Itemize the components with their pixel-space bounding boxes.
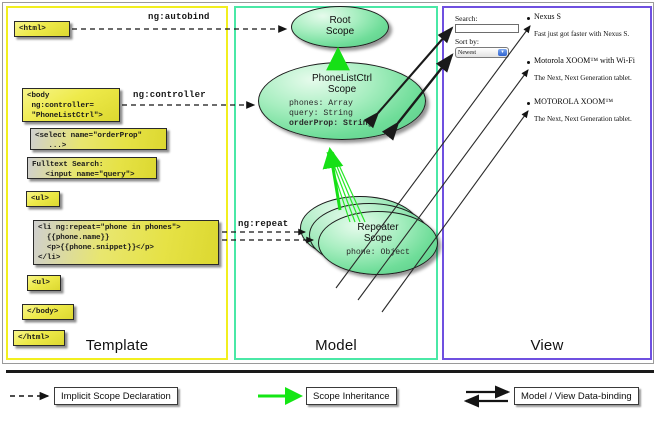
code-box-body-open: <body ng:controller= "PhoneListCtrl"> <box>22 88 120 122</box>
list-item[interactable]: MOTOROLA XOOM™ <box>534 97 613 106</box>
phone-snippet: The Next, Next Generation tablet. <box>534 115 632 123</box>
sort-select[interactable]: Newest ▾ <box>455 47 509 58</box>
legend-label-model-view-data-binding: Model / View Data-binding <box>521 390 632 402</box>
legend-item-model-view-data-binding: Model / View Data-binding <box>514 387 639 405</box>
connector-label-ng-controller: ng:controller <box>133 90 206 100</box>
connector-label-ng-autobind: ng:autobind <box>148 12 210 22</box>
legend-label-implicit-scope-declaration: Implicit Scope Declaration <box>61 390 171 402</box>
legend-item-implicit-scope-declaration: Implicit Scope Declaration <box>54 387 178 405</box>
scope-root-title-line1: Root <box>329 15 351 26</box>
scope-prop-query: query: String <box>289 109 353 119</box>
scope-root: Root Scope <box>291 6 389 48</box>
column-label-model: Model <box>315 337 357 354</box>
scope-repeater: Repeater Scope phone: Object <box>318 211 438 275</box>
connector-label-ng-repeat: ng:repeat <box>238 219 289 229</box>
column-label-view: View <box>530 337 564 354</box>
sort-select-value: Newest <box>458 49 476 56</box>
legend-label-scope-inheritance: Scope Inheritance <box>313 390 390 402</box>
sort-label: Sort by: <box>455 37 479 46</box>
list-item[interactable]: Nexus S <box>534 12 561 21</box>
list-bullet <box>527 61 530 64</box>
list-bullet <box>527 102 530 105</box>
scope-phonelistctrl-title-line1: PhoneListCtrl <box>311 73 373 84</box>
code-box-ul-close: <ul> <box>27 275 61 291</box>
phone-snippet: Fast just got faster with Nexus S. <box>534 30 630 38</box>
code-box-select-orderprop: <select name="orderProp" ...> <box>30 128 167 150</box>
column-label-template: Template <box>85 337 149 354</box>
column-model: Model <box>234 6 438 360</box>
list-item[interactable]: Motorola XOOM™ with Wi-Fi <box>534 56 635 65</box>
scope-phonelistctrl-title-line2: Scope <box>327 84 357 96</box>
phone-snippet: The Next, Next Generation tablet. <box>534 74 632 82</box>
scope-prop-phones: phones: Array <box>289 99 353 109</box>
code-box-li-ng-repeat: <li ng:repeat="phone in phones"> {{phone… <box>33 220 219 265</box>
scope-repeater-title-line2: Scope <box>363 233 393 245</box>
list-bullet <box>527 17 530 20</box>
code-box-html-open: <html> <box>14 21 70 37</box>
legend-divider <box>6 370 654 373</box>
phone-name: Motorola XOOM™ with Wi-Fi <box>534 56 635 65</box>
column-template: Template <box>6 6 228 360</box>
scope-phonelistctrl: PhoneListCtrl Scope phones: Array query:… <box>258 62 426 140</box>
phone-name: MOTOROLA XOOM™ <box>534 97 614 106</box>
code-box-fulltext-search: Fulltext Search: <input name="query"> <box>27 157 157 179</box>
chevron-down-icon: ▾ <box>498 49 507 56</box>
scope-prop-phone: phone: Object <box>346 248 410 258</box>
phone-name: Nexus S <box>534 12 561 21</box>
code-box-ul-open: <ul> <box>26 191 60 207</box>
legend: Implicit Scope Declaration Scope Inherit… <box>0 370 660 421</box>
search-label: Search: <box>455 14 478 23</box>
scope-prop-orderprop: orderProp: String <box>289 119 373 129</box>
code-box-body-close: </body> <box>22 304 74 320</box>
scope-repeater-title-line1: Repeater <box>357 222 399 233</box>
code-box-html-close: </html> <box>13 330 65 346</box>
scope-root-title-line2: Scope <box>325 26 355 38</box>
search-input[interactable] <box>455 24 519 33</box>
legend-item-scope-inheritance: Scope Inheritance <box>306 387 397 405</box>
